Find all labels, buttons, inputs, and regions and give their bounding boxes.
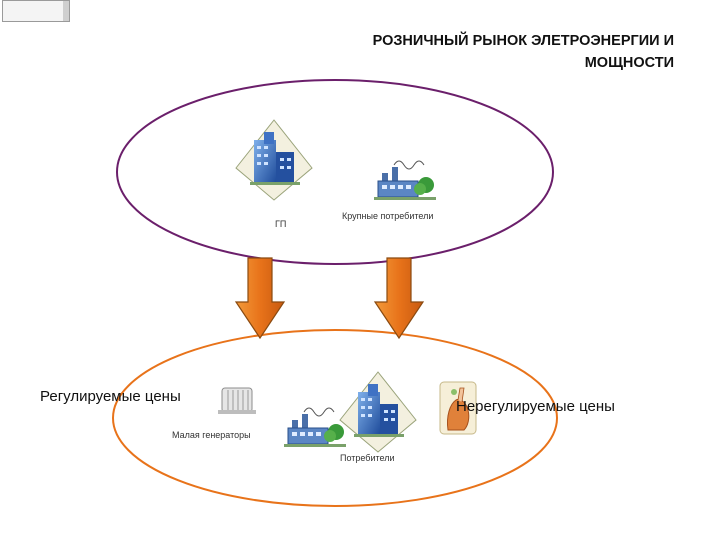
consumer-label: Крупные потребители [342, 211, 433, 221]
page-title-line: МОЩНОСТИ [584, 55, 674, 71]
office-building-icon [235, 119, 313, 201]
factory-icon [374, 160, 436, 200]
bottom-group-ellipse [112, 329, 558, 507]
factory-icon [284, 407, 346, 447]
page-title-line: РОЗНИЧНЫЙ РЫНОК ЭЛЕТРОЭНЕРГИИ И [372, 33, 674, 49]
consumers-label: Потребители [340, 453, 395, 463]
regulated-prices-label: Регулируемые цены [40, 388, 181, 405]
top-group-ellipse [116, 79, 554, 265]
generators-label: Малая генераторы [172, 430, 251, 440]
down-arrow-icon [234, 257, 286, 340]
supplier-label: ГП [275, 219, 286, 229]
page-title: РОЗНИЧНЫЙ РЫНОК ЭЛЕТРОЭНЕРГИИ И МОЩНОСТИ [270, 30, 674, 74]
generator-icon [218, 387, 256, 414]
down-arrow-icon [373, 257, 425, 340]
office-building-icon [339, 371, 417, 453]
unregulated-prices-label: Нерегулируемые цены [456, 398, 615, 415]
corner-box [2, 0, 70, 22]
hand-icon [439, 381, 477, 435]
